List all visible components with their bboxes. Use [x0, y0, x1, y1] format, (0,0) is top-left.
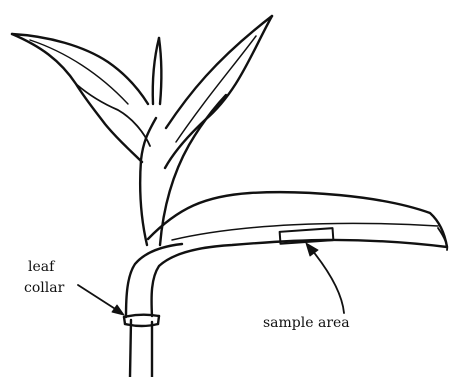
leaf-collar: [124, 315, 159, 326]
leaf-collar-arrow-head: [112, 305, 124, 315]
sample-area-arrow: [306, 243, 344, 313]
stem: [130, 320, 152, 377]
collar-band-bottom: [125, 324, 158, 326]
left-leaf: [12, 34, 150, 162]
sample-leaf-midrib: [172, 223, 438, 240]
sample-area-arrow-line: [312, 250, 344, 313]
right-leaf-upper: [166, 16, 272, 128]
sample-leaf: [126, 192, 447, 317]
left-leaf-fold: [76, 84, 150, 146]
right-leaf-lower: [165, 16, 272, 168]
left-leaf-vein: [30, 40, 128, 104]
collar-band-top: [124, 315, 159, 317]
leaf-collar-arrow: [78, 285, 124, 315]
collar-band-left: [124, 317, 125, 324]
central-leaf-right: [159, 38, 161, 104]
upper-leaves: [140, 16, 272, 245]
central-leaf-left: [153, 38, 159, 104]
collar-band-right: [158, 316, 159, 324]
leaf-collar-arrow-line: [78, 285, 120, 312]
sample-leaf-lower-edge: [152, 240, 447, 316]
leaf-collar-label-line2: collar: [24, 280, 64, 296]
inner-stalk-left: [140, 118, 156, 245]
sample-area-label: sample area: [263, 315, 350, 331]
sample-leaf-upper-edge: [148, 192, 447, 247]
right-leaf-vein: [176, 36, 256, 142]
stem-left-edge: [130, 320, 131, 377]
leaf-collar-label-line1: leaf: [28, 259, 54, 275]
